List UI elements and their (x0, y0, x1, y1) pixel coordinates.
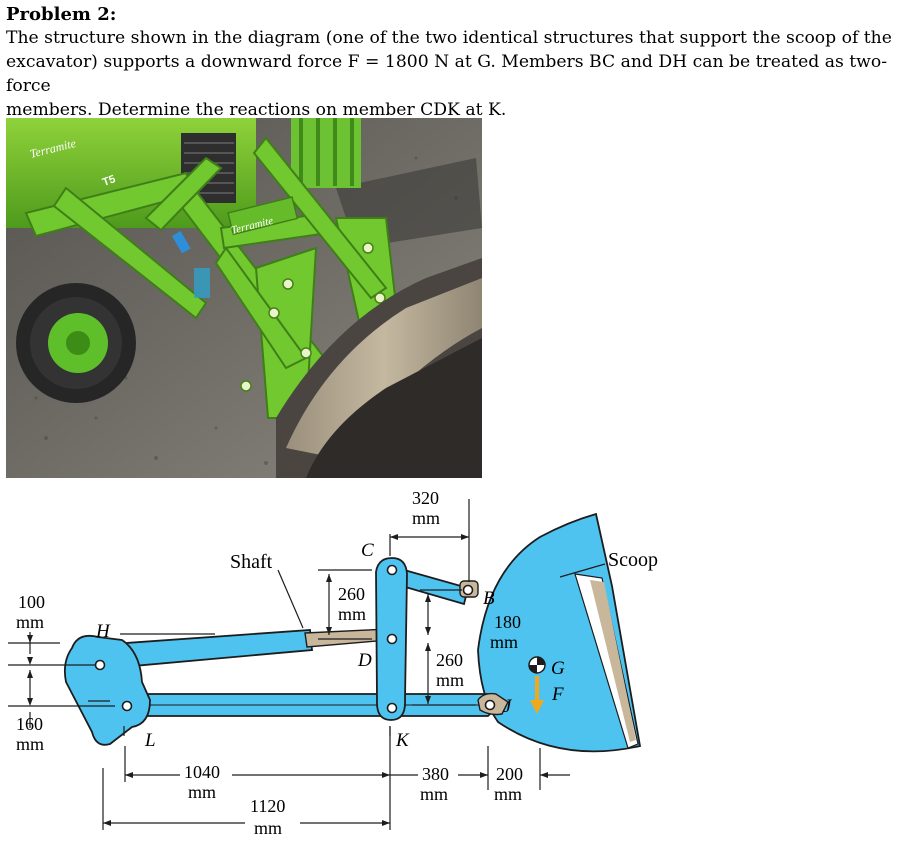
dim-200-unit: mm (494, 784, 522, 804)
problem-statement-line-1: The structure shown in the diagram (one … (6, 28, 892, 48)
dim-200-value: 200 (496, 764, 523, 784)
dim-260-mid-unit: mm (436, 670, 464, 690)
problem-statement-line-3: members. Determine the reactions on memb… (6, 100, 507, 120)
dim-1040-unit: mm (188, 782, 216, 802)
excavator-photo: Terramite T5 Terramite (6, 118, 482, 478)
dim-320-value: 320 (412, 488, 439, 508)
dim-160-unit: mm (16, 734, 44, 754)
dim-180-value: 180 (494, 612, 521, 632)
g-point-symbol (528, 656, 546, 674)
label-force-f: F (551, 684, 564, 705)
structure-diagram: Shaft Scoop C B D H L K J G F 320 mm 260… (0, 482, 909, 840)
label-point-l: L (144, 730, 156, 751)
dim-1040-value: 1040 (184, 762, 220, 782)
photo-model-text: T5 (101, 173, 117, 189)
pin-d (386, 633, 398, 645)
dim-100-value: 100 (18, 592, 45, 612)
dim-380-value: 380 (422, 764, 449, 784)
dim-180-unit: mm (490, 632, 518, 652)
label-point-h: H (95, 621, 111, 642)
problem-title: Problem 2: (6, 4, 117, 25)
label-shaft: Shaft (230, 551, 273, 573)
label-point-k: K (395, 730, 410, 751)
dim-320-unit: mm (412, 508, 440, 528)
dim-100-unit: mm (16, 612, 44, 632)
dim-260-top-value: 260 (338, 584, 365, 604)
pin-l (121, 700, 133, 712)
label-point-j: J (503, 696, 513, 717)
dimension-arrowheads (27, 534, 548, 826)
problem-statement-line-2: excavator) supports a downward force F =… (6, 52, 888, 96)
force-arrow (530, 676, 544, 714)
pin-c (386, 564, 398, 576)
left-bracket (63, 634, 151, 746)
scoop-liner-shade (590, 580, 636, 742)
scoop-leader (559, 563, 606, 578)
dimension-lines (8, 499, 570, 830)
dim-1120-value: 1120 (250, 796, 285, 816)
dim-160-value: 160 (16, 714, 43, 734)
pin-h (94, 659, 106, 671)
pin-j (484, 699, 496, 711)
pin-k (386, 702, 398, 714)
dim-1120-unit: mm (254, 818, 282, 838)
label-point-b: B (483, 588, 495, 609)
shaft-leader (277, 569, 304, 629)
pin-b (462, 584, 474, 596)
label-scoop: Scoop (608, 549, 658, 571)
dim-380-unit: mm (420, 784, 448, 804)
problem-header: Problem 2: The structure shown in the di… (6, 4, 904, 122)
dim-260-top-unit: mm (338, 604, 366, 624)
label-point-g: G (551, 658, 565, 679)
excavator-photo-drawing: Terramite T5 Terramite (6, 118, 482, 478)
structure-diagram-svg: Shaft Scoop C B D H L K J G F 320 mm 260… (8, 488, 658, 838)
dim-260-mid-value: 260 (436, 650, 463, 670)
label-point-d: D (357, 650, 372, 671)
label-point-c: C (361, 540, 374, 561)
